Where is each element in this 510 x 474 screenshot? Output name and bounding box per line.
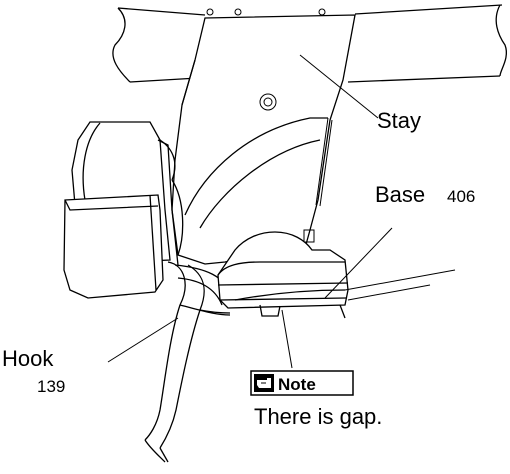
stay-bracket (159, 14, 356, 265)
leader-lines (107, 54, 456, 369)
note-leader-line (281, 309, 293, 369)
pointing-hand-note-icon (254, 374, 274, 392)
hook-part (144, 261, 236, 463)
frame-bar (112, 4, 507, 83)
note-badge-text: Note (278, 375, 316, 394)
hook-label: Hook (2, 346, 54, 371)
stay-label: Stay (377, 108, 421, 133)
floor-line-2 (344, 269, 456, 291)
base-label: Base (375, 182, 425, 207)
left-bracket (63, 121, 179, 299)
stay-leader-line (299, 54, 379, 119)
hook-number: 139 (37, 377, 65, 396)
base-number: 406 (447, 187, 475, 206)
note-badge: Note (250, 370, 354, 396)
hook-leader-line (107, 317, 179, 363)
base-block (217, 231, 349, 319)
floor-line (347, 284, 431, 301)
note-text: There is gap. (254, 404, 382, 429)
base-leader-line (324, 227, 393, 299)
